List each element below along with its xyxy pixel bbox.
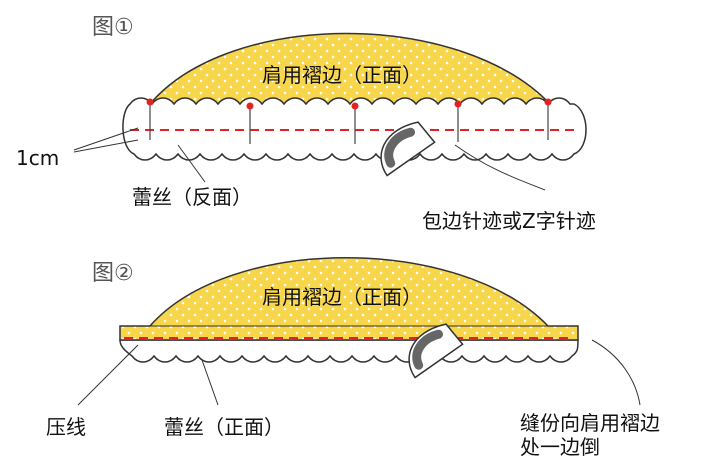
seam-allowance-leader-bottom xyxy=(73,139,139,153)
figure-1-lace-leader xyxy=(177,144,206,183)
figure-1-label: 图① xyxy=(92,15,134,40)
pin-icon xyxy=(454,100,462,142)
figure-2-lace-leader xyxy=(201,359,219,406)
seam-allowance-label: 1cm xyxy=(16,146,59,170)
figure-1-lace-label: 蕾丝（反面） xyxy=(132,185,252,209)
figure-2: 图② 肩用褶边（正面） 压线 蕾丝（正面） 缝份向肩用褶边 处一边倒 xyxy=(46,257,660,459)
figure-2-lace-label: 蕾丝（正面） xyxy=(164,415,284,439)
iron-icon xyxy=(380,121,436,177)
press-label: 压线 xyxy=(46,415,86,439)
fold-leader xyxy=(591,339,641,406)
seam-allowance-leader-top xyxy=(73,127,139,151)
figure-2-lace-strip xyxy=(119,339,579,363)
pin-icon xyxy=(351,102,359,144)
figure-2-label: 图② xyxy=(92,261,134,286)
pin-icon xyxy=(246,102,254,144)
figure-1-ruffle-fabric xyxy=(148,32,552,105)
iron-icon xyxy=(408,323,464,379)
stitch-type-label: 包边针迹或Z字针迹 xyxy=(422,209,596,233)
figure-1: 图① 肩用褶边（正面） 1cm 蕾丝（反面） 包边针 xyxy=(16,15,596,233)
figure-1-pins xyxy=(146,98,552,144)
pin-icon xyxy=(146,98,154,140)
stitch-leader xyxy=(454,144,546,191)
figure-2-fabric-label: 肩用褶边（正面） xyxy=(262,285,422,309)
press-leader xyxy=(77,344,139,406)
fold-label-line1: 缝份向肩用褶边 xyxy=(520,411,660,435)
fold-label-line2: 处一边倒 xyxy=(520,435,600,459)
pin-icon xyxy=(544,98,552,140)
figure-1-lace-strip xyxy=(122,97,587,161)
figure-1-fabric-label: 肩用褶边（正面） xyxy=(262,63,422,87)
